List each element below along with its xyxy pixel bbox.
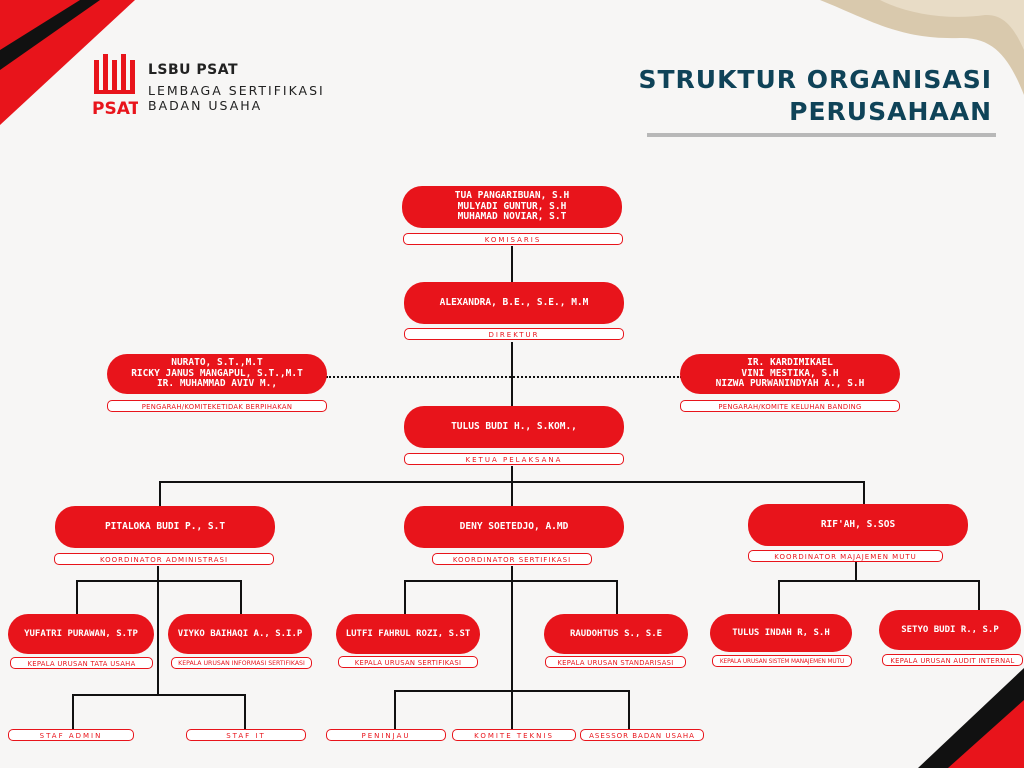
node-ku-audit-internal: SETYO BUDI R., S.P <box>879 610 1021 650</box>
connector <box>863 481 865 505</box>
connector <box>159 481 161 507</box>
node-direktur: ALEXANDRA, B.E., S.E., M.M <box>404 282 624 324</box>
psat-logo-icon: PSAT <box>92 54 138 118</box>
connector <box>76 580 78 615</box>
connector <box>511 566 513 730</box>
role-label-ku-tata-usaha: KEPALA URUSAN TATA USAHA <box>10 657 153 669</box>
role-label-ku-audit-internal: KEPALA URUSAN AUDIT INTERNAL <box>882 654 1023 666</box>
page-title: STRUKTUR ORGANISASI PERUSAHAAN <box>638 64 992 128</box>
name-line: RAUDOHTUS S., S.E <box>569 628 663 639</box>
name-line: NIZWA PURWANINDYAH A., S.H <box>715 378 865 390</box>
connector <box>404 580 406 615</box>
page-title-line2: PERUSAHAAN <box>789 97 992 126</box>
brand-subtitle-line2: BADAN USAHA <box>148 98 263 113</box>
name-line: NURATO, S.T.,M.T <box>171 357 263 369</box>
connector <box>159 481 865 483</box>
name-line: MUHAMAD NOVIAR, S.T <box>457 211 567 223</box>
role-label-direktur: DIREKTUR <box>404 328 624 340</box>
connector <box>394 690 630 692</box>
title-underline <box>647 133 996 137</box>
logo-wordmark: PSAT <box>92 99 138 118</box>
connector <box>511 466 513 506</box>
node-ku-sertifikasi: LUTFI FAHRUL ROZI, S.ST <box>336 614 480 654</box>
role-label-pengarah-right: PENGARAH/KOMITE KELUHAN BANDING <box>680 400 900 412</box>
name-line: ALEXANDRA, B.E., S.E., M.M <box>439 296 589 308</box>
connector <box>978 580 980 612</box>
connector <box>855 562 857 582</box>
name-line: TUA PANGARIBUAN, S.H <box>454 190 570 202</box>
role-label-ku-sertifikasi: KEPALA URUSAN SERTIFIKASI <box>338 656 478 668</box>
role-label-ku-informasi-sertifikasi: KEPALA URUSAN INFORMASI SERTIFIKASI <box>171 657 312 669</box>
connector-dotted <box>326 376 682 378</box>
role-label-koordinator-sertifikasi: KOORDINATOR SERTIFIKASI <box>432 553 592 565</box>
connector <box>404 580 618 582</box>
name-line: LUTFI FAHRUL ROZI, S.ST <box>345 628 471 639</box>
connector <box>511 342 513 408</box>
name-line: IR. MUHAMMAD AVIV M., <box>156 378 278 390</box>
role-label-ketua-pelaksana: KETUA PELAKSANA <box>404 453 624 465</box>
label-staf-it: STAF IT <box>186 729 306 741</box>
name-line: IR. KARDIMIKAEL <box>747 357 833 369</box>
connector <box>616 580 618 615</box>
connector <box>511 246 513 284</box>
connector <box>72 694 246 696</box>
connector <box>778 580 980 582</box>
name-line: DENY SOETEDJO, A.MD <box>459 520 569 532</box>
connector <box>778 580 780 615</box>
name-line: TULUS INDAH R, S.H <box>732 627 830 638</box>
brand-subtitle: LEMBAGA SERTIFIKASI BADAN USAHA <box>148 83 325 113</box>
role-label-koordinator-mutu: KOORDINATOR MAJAJEMEN MUTU <box>748 550 943 562</box>
node-ku-standarisasi: RAUDOHTUS S., S.E <box>544 614 688 654</box>
brand-subtitle-line1: LEMBAGA SERTIFIKASI <box>148 83 325 98</box>
label-staf-admin: STAF ADMIN <box>8 729 134 741</box>
name-line: VIYKO BAIHAQI A., S.I.P <box>177 628 303 639</box>
label-asesor-badan-usaha: ASESSOR BADAN USAHA <box>580 729 704 741</box>
node-ku-informasi-sertifikasi: VIYKO BAIHAQI A., S.I.P <box>168 614 312 654</box>
node-komisaris: TUA PANGARIBUAN, S.H MULYADI GUNTUR, S.H… <box>402 186 622 228</box>
role-label-komisaris: KOMISARIS <box>403 233 623 245</box>
node-ku-sistem-manajemen-mutu: TULUS INDAH R, S.H <box>710 614 852 652</box>
role-label-pengarah-left: PENGARAH/KOMITEKETIDAK BERPIHAKAN <box>107 400 327 412</box>
connector <box>628 690 630 730</box>
brand-block: LSBU PSAT LEMBAGA SERTIFIKASI BADAN USAH… <box>148 62 325 113</box>
role-label-ku-sistem-manajemen-mutu: KEPALA URUSAN SISTEM MANAJEMEN MUTU <box>712 655 852 667</box>
brand-name: LSBU PSAT <box>148 62 239 78</box>
name-line: MULYADI GUNTUR, S.H <box>457 200 567 212</box>
node-koordinator-sertifikasi: DENY SOETEDJO, A.MD <box>404 506 624 548</box>
connector <box>72 694 74 730</box>
name-line: YUFATRI PURAWAN, S.TP <box>24 628 138 639</box>
connector <box>76 580 242 582</box>
connector <box>240 580 242 615</box>
node-koordinator-mutu: RIF'AH, S.SOS <box>748 504 968 546</box>
connector <box>157 566 159 696</box>
name-line: RIF'AH, S.SOS <box>820 518 896 530</box>
label-peninjau: PENINJAU <box>326 729 446 741</box>
name-line: SETYO BUDI R., S.P <box>901 624 999 635</box>
node-koordinator-administrasi: PITALOKA BUDI P., S.T <box>55 506 275 548</box>
name-line: TULUS BUDI H., S.KOM., <box>451 420 577 432</box>
node-pengarah-left: NURATO, S.T.,M.T RICKY JANUS MANGAPUL, S… <box>107 354 327 394</box>
page-title-line1: STRUKTUR ORGANISASI <box>638 65 992 94</box>
role-label-ku-standarisasi: KEPALA URUSAN STANDARISASI <box>545 656 686 668</box>
connector <box>244 694 246 730</box>
name-line: RICKY JANUS MANGAPUL, S.T.,M.T <box>131 367 303 379</box>
node-pengarah-right: IR. KARDIMIKAEL VINI MESTIKA, S.H NIZWA … <box>680 354 900 394</box>
node-ku-tata-usaha: YUFATRI PURAWAN, S.TP <box>8 614 154 654</box>
role-label-koordinator-administrasi: KOORDINATOR ADMINISTRASI <box>54 553 274 565</box>
label-komite-teknis: KOMITE TEKNIS <box>452 729 576 741</box>
connector <box>394 690 396 730</box>
name-line: PITALOKA BUDI P., S.T <box>104 520 226 532</box>
name-line: VINI MESTIKA, S.H <box>741 367 839 379</box>
node-ketua-pelaksana: TULUS BUDI H., S.KOM., <box>404 406 624 448</box>
